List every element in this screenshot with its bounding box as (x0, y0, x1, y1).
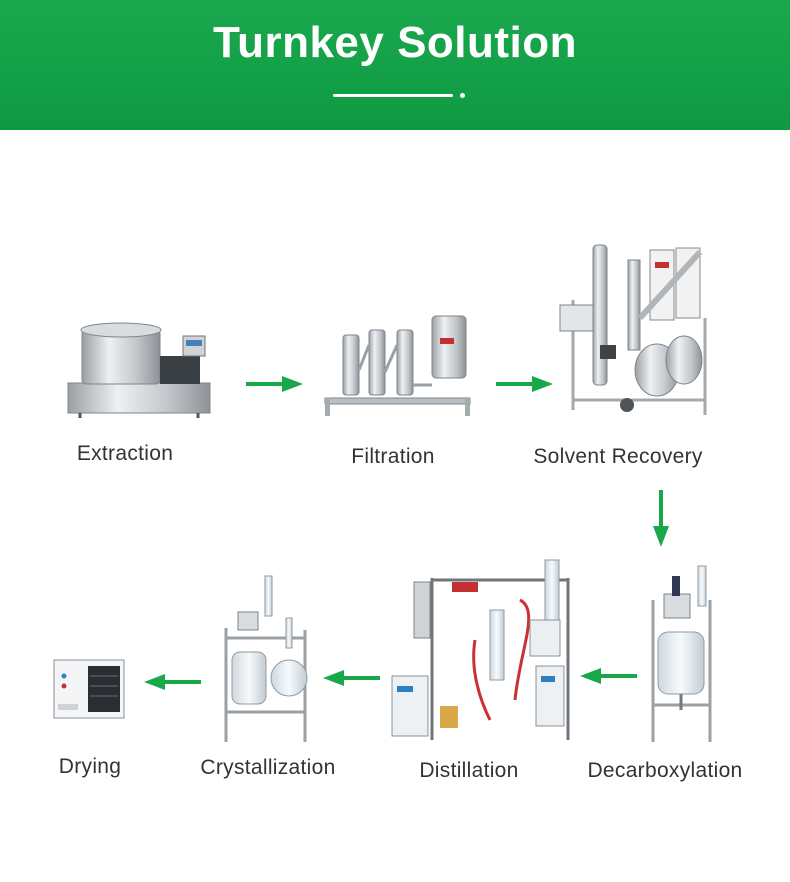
step-label-distillation: Distillation (419, 759, 519, 782)
step-label-solvent-recovery: Solvent Recovery (533, 445, 703, 468)
vacuum-drying-oven-icon (53, 659, 125, 719)
crystallization-reactor-icon (224, 575, 308, 742)
step-label-decarboxylation: Decarboxylation (587, 759, 743, 782)
jacketed-glass-reactor-icon (651, 565, 712, 742)
arrow-solvent-recovery-to-decarboxylation (653, 490, 669, 547)
title-underline (333, 94, 453, 97)
solvent-recovery-evaporator-icon (559, 244, 707, 415)
step-label-filtration: Filtration (351, 445, 435, 468)
header-banner: Turnkey Solution (0, 0, 790, 130)
arrow-decarboxylation-to-distillation (580, 668, 637, 684)
molecular-distillation-unit-icon (391, 559, 570, 740)
step-label-drying: Drying (58, 755, 122, 778)
arrow-extraction-to-filtration (246, 376, 303, 392)
filter-housings-icon (324, 315, 471, 416)
arrow-crystallization-to-drying (144, 674, 201, 690)
extraction-machine-icon (67, 322, 211, 418)
arrow-filtration-to-solvent-recovery (496, 376, 553, 392)
arrow-distillation-to-crystallization (323, 670, 380, 686)
title-underline-dot (460, 93, 465, 98)
page-title: Turnkey Solution (212, 18, 578, 67)
step-label-extraction: Extraction (76, 442, 174, 465)
step-label-crystallization: Crystallization (200, 756, 336, 779)
